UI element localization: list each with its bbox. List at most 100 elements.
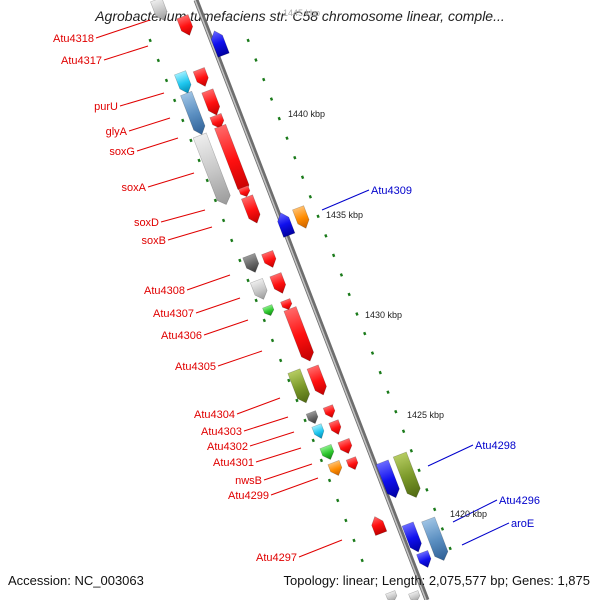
gene-label-soxg[interactable]: soxG (109, 146, 135, 158)
gene-feature-puru[interactable] (192, 67, 211, 88)
gene-feature-blue-2[interactable] (375, 459, 402, 500)
genome-summary-text: Topology: linear; Length: 2,075,577 bp; … (283, 573, 590, 588)
gene-label-aroe[interactable]: aroE (511, 518, 534, 530)
gene-feature-atu4304-box[interactable] (287, 368, 312, 405)
tick-mark-left-2 (164, 78, 169, 83)
gene-feature-atu4296[interactable] (401, 521, 424, 554)
gene-feature-glya[interactable] (201, 88, 223, 118)
gene-label-atu4306[interactable]: Atu4306 (161, 330, 202, 342)
tick-mark-left-16 (278, 358, 283, 363)
gene-feature-atu4297[interactable] (369, 514, 388, 536)
gene-feature-aroe-box[interactable] (421, 516, 451, 563)
gene-label-atu4301[interactable]: Atu4301 (213, 457, 254, 469)
gene-feature-atu4318[interactable] (176, 14, 195, 38)
label-leader-line-17 (270, 477, 319, 496)
gene-label-nwsb[interactable]: nwsB (235, 475, 262, 487)
gene-feature-atu4303[interactable] (322, 404, 337, 420)
gene-label-atu4304[interactable]: Atu4304 (194, 409, 235, 421)
label-leader-line-14 (249, 431, 295, 447)
tick-mark-left-26 (360, 558, 364, 563)
tick-mark-left-19 (303, 418, 307, 423)
gene-label-atu4303[interactable]: Atu4303 (201, 426, 242, 438)
label-leader-line-2 (119, 92, 165, 107)
label-leader-line-16 (263, 463, 313, 481)
gene-feature-atu4302-box[interactable] (311, 423, 326, 441)
gene-features (150, 0, 451, 600)
tick-mark-right-25 (440, 527, 445, 531)
tick-label-1440: 1440 kbp (288, 109, 325, 119)
tick-mark-right-12 (339, 273, 344, 277)
gene-label-atu4296[interactable]: Atu4296 (499, 495, 540, 507)
gene-feature-atu4299[interactable] (345, 456, 360, 472)
tick-mark-left-15 (270, 338, 275, 343)
label-leader-line-20 (427, 444, 474, 467)
gene-feature-glya-box[interactable] (180, 90, 208, 136)
gene-label-atu4309[interactable]: Atu4309 (371, 185, 412, 197)
tick-mark-left-8 (213, 198, 218, 203)
gene-label-glya[interactable]: glyA (106, 126, 128, 138)
tick-mark-right-23 (425, 488, 429, 492)
gene-label-soxa[interactable]: soxA (122, 182, 147, 194)
gene-feature-soxa-box[interactable] (192, 132, 233, 207)
label-leader-line-9 (195, 297, 241, 314)
gene-feature-atu4307[interactable] (269, 272, 288, 296)
gene-label-atu4302[interactable]: Atu4302 (207, 441, 248, 453)
gene-feature-atu4308-box[interactable] (242, 252, 262, 274)
gene-feature-atu4306-box[interactable] (262, 304, 276, 318)
label-leader-line-11 (217, 350, 263, 367)
gene-label-atu4318[interactable]: Atu4318 (53, 33, 94, 45)
gene-feature-top-grey[interactable] (150, 0, 169, 22)
label-leader-line-18 (298, 539, 343, 558)
gene-label-soxd[interactable]: soxD (134, 217, 159, 229)
gene-feature-soxg[interactable] (209, 112, 226, 130)
gene-feature-blue-1[interactable] (209, 29, 230, 58)
gene-feature-atu4317[interactable] (174, 70, 193, 96)
gene-feature-atu4303-box[interactable] (305, 410, 320, 426)
gene-feature-soxb[interactable] (240, 194, 262, 225)
tick-mark-left-20 (311, 438, 315, 443)
gene-label-atu4298[interactable]: Atu4298 (475, 440, 516, 452)
label-leader-line-1 (103, 45, 149, 61)
tick-mark-right-16 (370, 351, 375, 355)
gene-feature-bottom-grey[interactable] (385, 590, 399, 600)
gene-feature-atu4309[interactable] (275, 211, 296, 238)
gene-label-atu4299[interactable]: Atu4299 (228, 490, 269, 502)
gene-feature-atu4298[interactable] (392, 451, 423, 500)
gene-feature-atu4301[interactable] (337, 437, 354, 455)
scale-ticks (148, 38, 452, 563)
gene-feature-atu4306[interactable] (280, 298, 294, 312)
gene-feature-nwsb[interactable] (327, 459, 344, 477)
gene-feature-aroe[interactable] (416, 549, 434, 569)
label-leader-line-13 (243, 416, 289, 432)
gene-feature-atu4308[interactable] (261, 249, 279, 269)
gene-label-atu4308[interactable]: Atu4308 (144, 285, 185, 297)
tick-label-1425: 1425 kbp (407, 410, 444, 420)
gene-label-atu4297[interactable]: Atu4297 (256, 552, 297, 564)
gene-label-atu4305[interactable]: Atu4305 (175, 361, 216, 373)
gene-feature-soxd[interactable] (238, 185, 252, 199)
label-leader-line-4 (136, 137, 179, 152)
tick-mark-left-4 (181, 118, 185, 123)
gene-feature-atu4301-box[interactable] (319, 443, 336, 461)
gene-label-atu4317[interactable]: Atu4317 (61, 55, 102, 67)
tick-mark-right-17 (378, 370, 382, 375)
gene-feature-atu4302[interactable] (328, 419, 343, 437)
tick-mark-left-17 (287, 378, 291, 383)
label-leader-line-0 (95, 19, 151, 39)
tick-mark-right-7 (300, 175, 305, 180)
gene-feature-atu4307-box[interactable] (249, 277, 269, 301)
gene-feature-bottom-grey-2[interactable] (408, 590, 422, 600)
accession-text: Accession: NC_003063 (8, 573, 144, 588)
tick-mark-left-9 (221, 218, 226, 223)
label-leader-line-5 (147, 172, 195, 188)
tick-mark-left-18 (295, 398, 299, 403)
gene-label-soxb[interactable]: soxB (142, 235, 166, 247)
gene-label-atu4307[interactable]: Atu4307 (153, 308, 194, 320)
tick-mark-left-24 (344, 518, 348, 523)
gene-label-puru[interactable]: purU (94, 101, 118, 113)
gene-feature-atu4305[interactable] (283, 306, 316, 364)
gene-feature-atu4304[interactable] (306, 364, 329, 397)
tick-mark-left-22 (327, 478, 332, 483)
gene-feature-orange-1[interactable] (292, 205, 311, 231)
